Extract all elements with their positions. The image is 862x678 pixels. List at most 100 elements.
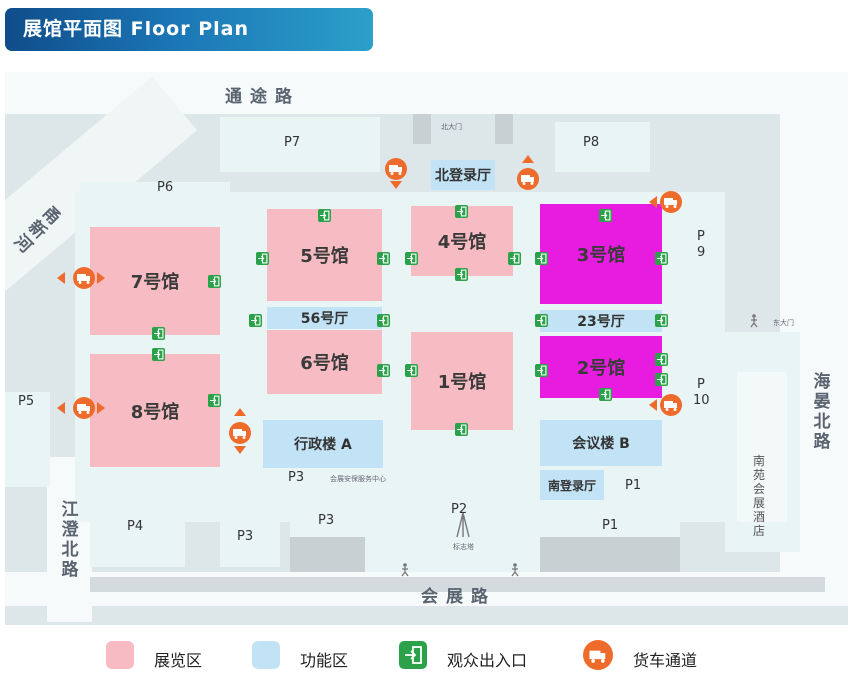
parking-p1-bottom: P1 xyxy=(602,518,619,533)
hall-8[interactable]: 8号馆 xyxy=(90,354,220,467)
truck-icon[interactable] xyxy=(73,397,95,419)
entrance-icon[interactable] xyxy=(152,327,165,340)
road-label-east: 海晏北路 xyxy=(813,372,831,452)
entrance-icon[interactable] xyxy=(655,252,668,265)
entrance-icon[interactable] xyxy=(377,252,390,265)
truck-icon xyxy=(583,640,613,670)
truck-icon[interactable] xyxy=(660,191,682,213)
entrance-icon[interactable] xyxy=(152,348,165,361)
truck-arrow-icon xyxy=(234,408,246,416)
conference-building-b[interactable]: 会议楼 B xyxy=(540,420,662,466)
truck-arrow-icon xyxy=(390,181,402,189)
north-registration[interactable]: 北登录厅 xyxy=(431,160,495,190)
parking-p3-mid: P3 xyxy=(318,513,335,528)
entrance-icon[interactable] xyxy=(405,364,418,377)
road-label-south: 会展路 xyxy=(421,587,496,607)
admin-building-a[interactable]: 行政楼 A xyxy=(263,420,383,468)
entrance-icon[interactable] xyxy=(208,394,221,407)
entrance-icon[interactable] xyxy=(508,252,521,265)
entrance-icon[interactable] xyxy=(455,205,468,218)
entrance-icon[interactable] xyxy=(377,364,390,377)
entrance-icon[interactable] xyxy=(208,275,221,288)
truck-arrow-icon xyxy=(97,272,105,284)
hotel-label: 南苑会展酒店 xyxy=(753,454,766,538)
east-gate-label: 东大门 xyxy=(773,319,794,327)
entrance-icon[interactable] xyxy=(256,252,269,265)
truck-arrow-icon xyxy=(57,272,65,284)
landmark-label: 标志塔 xyxy=(453,543,474,551)
entrance-icon[interactable] xyxy=(249,314,262,327)
p3-area-left xyxy=(220,512,280,567)
p4-area xyxy=(90,492,185,567)
legend-functional-swatch xyxy=(252,641,280,669)
south-registration[interactable]: 南登录厅 xyxy=(540,470,604,500)
truck-arrow-icon xyxy=(522,155,534,163)
pedestrian-icon xyxy=(401,563,409,577)
truck-arrow-icon xyxy=(649,196,657,208)
hall-2[interactable]: 2号馆 xyxy=(540,336,662,398)
entrance-icon[interactable] xyxy=(535,364,548,377)
entrance-icon[interactable] xyxy=(655,353,668,366)
north-gate-label: 北大门 xyxy=(441,123,462,131)
entrance-icon[interactable] xyxy=(599,388,612,401)
p7-area xyxy=(220,117,380,172)
floor-plan-map: 北大门 通途路 会展路 海晏北路 江澄北路 甬新河 7号馆 8号馆 5号馆 6号… xyxy=(5,72,848,625)
entrance-icon[interactable] xyxy=(405,252,418,265)
parking-p7: P7 xyxy=(284,135,301,150)
entrance-icon[interactable] xyxy=(377,314,390,327)
truck-icon[interactable] xyxy=(517,168,539,190)
entrance-icon[interactable] xyxy=(318,209,331,222)
truck-arrow-icon xyxy=(57,402,65,414)
landmark-tower-icon xyxy=(456,512,470,538)
entrance-icon[interactable] xyxy=(535,252,548,265)
hall-56[interactable]: 56号厅 xyxy=(267,307,382,329)
entrance-icon[interactable] xyxy=(455,268,468,281)
parking-p9: P xyxy=(697,229,705,244)
truck-icon[interactable] xyxy=(385,158,407,180)
parking-p1-top: P1 xyxy=(625,478,642,493)
road-label-north: 通途路 xyxy=(225,87,300,107)
hall-5[interactable]: 5号馆 xyxy=(267,209,382,301)
hall-7[interactable]: 7号馆 xyxy=(90,227,220,335)
truck-arrow-icon xyxy=(234,446,246,454)
service-center-label: 会展安保服务中心 xyxy=(330,475,386,483)
parking-p10: P xyxy=(697,377,705,392)
entrance-icon[interactable] xyxy=(535,314,548,327)
parking-p6: P6 xyxy=(157,180,174,195)
gate-pillar xyxy=(495,114,513,144)
truck-icon[interactable] xyxy=(73,267,95,289)
entrance-icon xyxy=(399,641,427,669)
building xyxy=(540,537,680,572)
p2-area xyxy=(365,487,540,572)
truck-arrow-icon xyxy=(649,399,657,411)
hall-1[interactable]: 1号馆 xyxy=(411,332,513,430)
entrance-icon[interactable] xyxy=(455,423,468,436)
legend-exhibition-label: 展览区 xyxy=(154,651,203,670)
truck-icon[interactable] xyxy=(229,422,251,444)
parking-p3-left: P3 xyxy=(237,529,254,544)
legend-entrance-label: 观众出入口 xyxy=(447,651,528,670)
road-label-west: 江澄北路 xyxy=(61,500,79,580)
entrance-icon[interactable] xyxy=(655,373,668,386)
truck-arrow-icon xyxy=(97,402,105,414)
page-title: 展馆平面图 Floor Plan xyxy=(5,8,373,51)
pedestrian-icon xyxy=(750,314,758,328)
parking-p10-num: 10 xyxy=(693,393,710,408)
gate-pillar xyxy=(413,114,431,144)
hall-4[interactable]: 4号馆 xyxy=(411,206,513,276)
sidewalk xyxy=(90,577,825,592)
entrance-icon[interactable] xyxy=(655,314,668,327)
parking-p9-num: 9 xyxy=(697,245,706,260)
legend-truck-label: 货车通道 xyxy=(633,651,698,670)
building xyxy=(290,537,365,572)
parking-p5: P5 xyxy=(18,394,35,409)
hotel-building xyxy=(737,372,787,522)
hall-23[interactable]: 23号厅 xyxy=(540,310,662,332)
p8-area xyxy=(555,122,650,172)
parking-p3-top: P3 xyxy=(288,470,305,485)
p5-area xyxy=(5,392,50,487)
truck-icon[interactable] xyxy=(660,394,682,416)
parking-p4: P4 xyxy=(127,519,144,534)
hall-6[interactable]: 6号馆 xyxy=(267,330,382,394)
entrance-icon[interactable] xyxy=(599,209,612,222)
